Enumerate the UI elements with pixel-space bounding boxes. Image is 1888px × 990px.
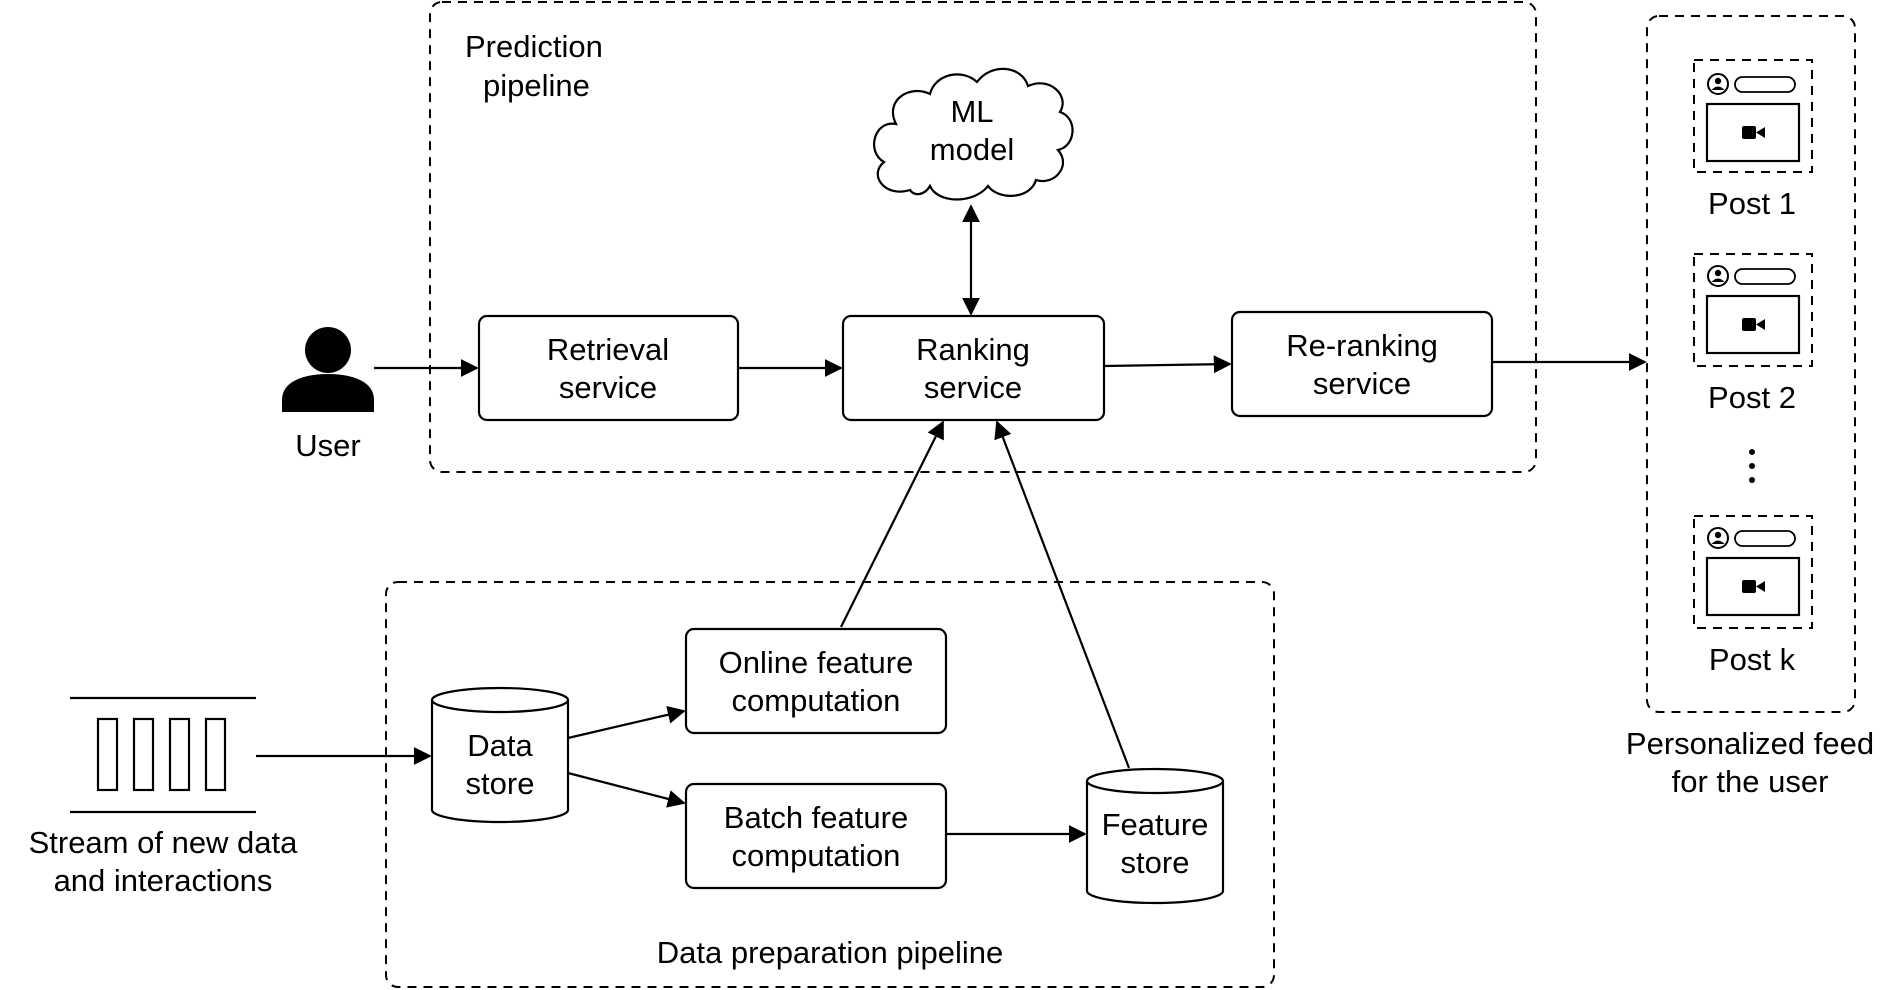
post-label-k: Post k <box>1709 642 1796 677</box>
data-prep-pipeline-border <box>385 581 1275 988</box>
batch-feature-line1: Batch feature <box>724 800 908 835</box>
username-placeholder <box>1734 76 1796 93</box>
data-store-line1: Data <box>467 728 533 763</box>
arrow-data-store-to-online <box>567 705 686 740</box>
post-card-1 <box>1693 59 1813 173</box>
ml-model-label-line1: ML <box>950 94 993 129</box>
ranking-service-box: Ranking service <box>841 314 1106 422</box>
user-icon <box>282 327 374 412</box>
user-label: User <box>295 428 360 463</box>
post-label-1: Post 1 <box>1708 186 1796 221</box>
retrieval-service-line1: Retrieval <box>547 332 669 367</box>
retrieval-service-line2: service <box>559 370 657 405</box>
post-card-k-border <box>1693 515 1813 629</box>
batch-feature-line2: computation <box>732 838 901 873</box>
retrieval-service-box: Retrieval service <box>477 314 740 422</box>
post-card-2-border <box>1693 253 1813 367</box>
data-store-cylinder: Data store <box>430 686 570 824</box>
arrow-data-store-to-batch <box>567 771 686 808</box>
ml-model-cloud: ML model <box>873 67 1074 201</box>
stream-record-bars <box>96 717 227 792</box>
arrow-online-to-ranking <box>840 420 944 628</box>
ellipsis-dots <box>1749 449 1755 483</box>
online-feature-line2: computation <box>732 683 901 718</box>
reranking-service-line2: service <box>1313 366 1411 401</box>
profile-icon <box>1707 527 1729 549</box>
post-card-k <box>1693 515 1813 629</box>
reranking-service-line1: Re-ranking <box>1286 328 1438 363</box>
arrow-feature-store-to-ranking <box>994 420 1131 769</box>
arrow-ranking-to-reranking <box>1103 355 1232 374</box>
online-feature-line1: Online feature <box>719 645 914 680</box>
user-node: User <box>282 327 374 463</box>
profile-icon <box>1707 265 1729 287</box>
username-placeholder <box>1734 268 1796 285</box>
ranking-service-line1: Ranking <box>916 332 1030 367</box>
feature-store-cylinder: Feature store <box>1085 767 1225 905</box>
post-card-1-border <box>1693 59 1813 173</box>
video-camera-icon <box>1742 126 1765 139</box>
personalized-feed: Post 1 Post 2 <box>1626 15 1874 799</box>
post-label-2: Post 2 <box>1708 380 1796 415</box>
profile-icon <box>1707 73 1729 95</box>
cloud-shape <box>873 67 1074 201</box>
stream-label-line2: and interactions <box>54 863 273 898</box>
data-prep-pipeline-group: Data preparation pipeline <box>385 581 1275 988</box>
video-camera-icon <box>1742 580 1765 593</box>
prediction-pipeline-group: Prediction pipeline <box>429 1 1537 473</box>
data-store-line2: store <box>466 766 535 801</box>
username-placeholder <box>1734 530 1796 547</box>
feed-caption-line1: Personalized feed <box>1626 726 1874 761</box>
feed-border <box>1646 15 1856 713</box>
data-prep-pipeline-title: Data preparation pipeline <box>657 935 1003 970</box>
stream-label-line1: Stream of new data <box>29 825 299 860</box>
feature-store-line2: store <box>1121 845 1190 880</box>
prediction-pipeline-title-line2: pipeline <box>483 68 590 103</box>
reranking-service-box: Re-ranking service <box>1230 310 1494 418</box>
feature-store-line1: Feature <box>1102 807 1209 842</box>
video-camera-icon <box>1742 318 1765 331</box>
data-stream: Stream of new data and interactions <box>29 696 299 898</box>
prediction-pipeline-title-line1: Prediction <box>465 29 603 64</box>
online-feature-box: Online feature computation <box>684 627 948 735</box>
ml-model-label-line2: model <box>930 132 1014 167</box>
batch-feature-box: Batch feature computation <box>684 782 948 890</box>
post-card-2 <box>1693 253 1813 367</box>
feed-caption-line2: for the user <box>1672 764 1829 799</box>
ranking-service-line2: service <box>924 370 1022 405</box>
